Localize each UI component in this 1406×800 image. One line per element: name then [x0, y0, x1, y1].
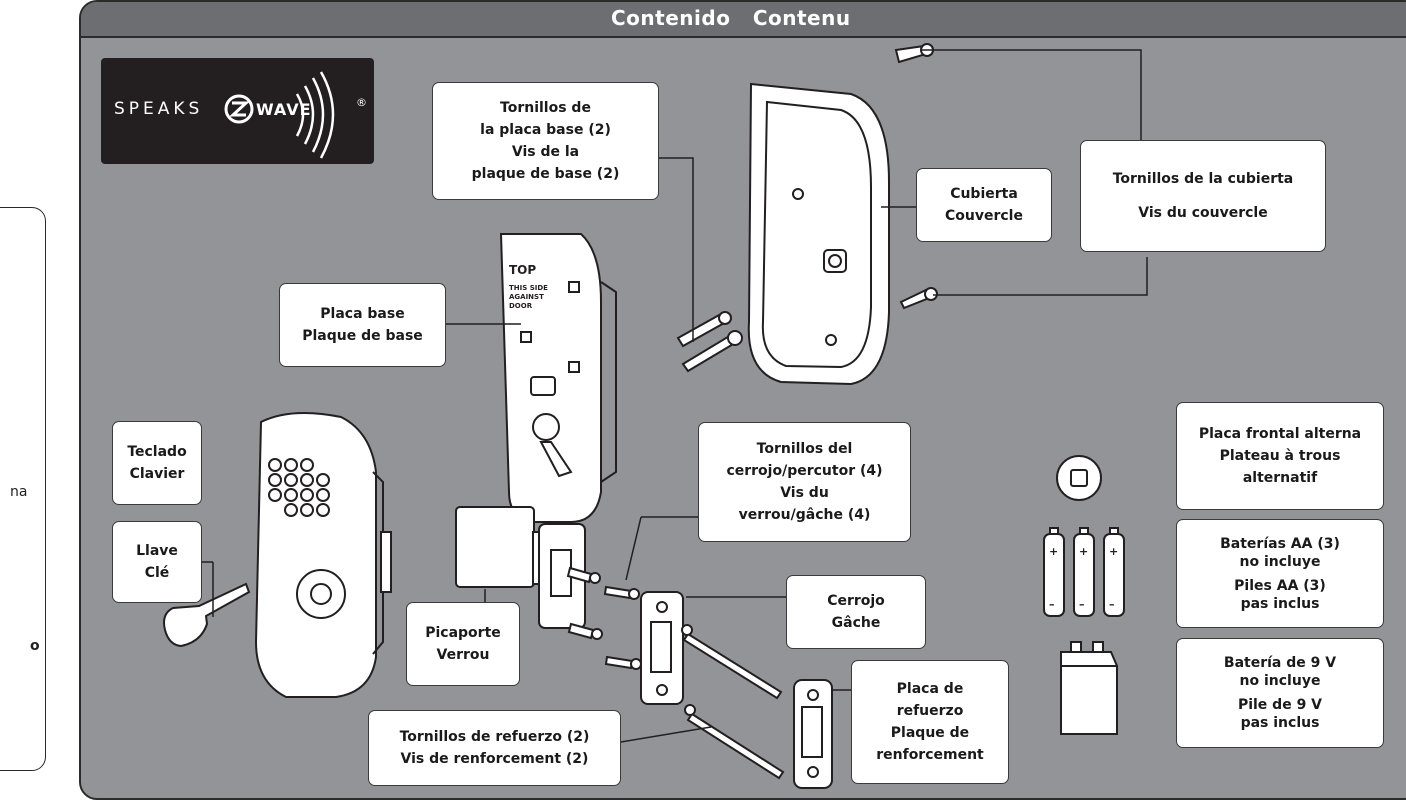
battery-minus: –: [1049, 598, 1055, 611]
label-reinforcement-plate: Placa de refuerzo Plaque de renforcement: [851, 660, 1009, 784]
label-reinforcement-screws: Tornillos de refuerzo (2) Vis de renforc…: [368, 710, 621, 786]
label-latch: Picaporte Verrou: [406, 602, 520, 686]
side-text-fragment: na: [10, 484, 28, 500]
label-line: Batería de 9 V: [1223, 655, 1337, 671]
label-line: Plaque de: [890, 725, 970, 741]
battery-plus: +: [1049, 545, 1058, 558]
label-key: Llave Clé: [112, 521, 202, 603]
screws: [566, 43, 938, 780]
label-line: Plaque de base: [302, 328, 423, 344]
aa-batteries: [1043, 527, 1125, 617]
label-line: Gâche: [831, 615, 881, 631]
label-line: pas inclus: [1240, 595, 1320, 612]
side-panel: [0, 207, 46, 771]
keypad-part: [254, 412, 377, 698]
label-cover: Cubierta Couvercle: [916, 168, 1052, 242]
label-line: Couvercle: [945, 208, 1023, 224]
label-line: Tornillos de la cubierta: [1112, 171, 1294, 187]
label-line: plaque de base (2): [471, 166, 620, 182]
9v-battery: [1060, 641, 1118, 735]
label-line: cerrojo/percutor (4): [726, 463, 883, 479]
contents-panel: Contenido Contenu SPEAKS WAVE ®: [79, 0, 1406, 800]
label-line: refuerzo: [896, 703, 964, 719]
label-line: Tornillos del: [756, 441, 853, 457]
label-line: Cubierta: [950, 186, 1018, 202]
baseplate-top-text: TOP: [509, 263, 536, 277]
label-line: Vis de renforcement (2): [400, 751, 589, 767]
logo-wave-text: WAVE: [256, 100, 312, 119]
registered-mark: ®: [356, 96, 367, 109]
parts-illustration: TOP THIS SIDE AGAINST DOOR + + + – – –: [163, 43, 1148, 789]
label-aa-batteries: Baterías AA (3) no incluye Piles AA (3) …: [1176, 519, 1384, 628]
baseplate-side-text: THIS SIDE: [509, 284, 548, 292]
key-part: [163, 582, 251, 648]
label-line: no incluye: [1239, 553, 1321, 570]
zwave-z-icon: [224, 94, 254, 124]
label-line: Clé: [144, 565, 170, 581]
label-base-plate-screws: Tornillos de la placa base (2) Vis de la…: [432, 82, 659, 200]
label-line: renforcement: [876, 747, 984, 763]
battery-minus: –: [1109, 598, 1115, 611]
cover-part: [747, 82, 890, 386]
side-text-fragment: o: [30, 638, 40, 654]
logo-speaks-text: SPEAKS: [114, 99, 204, 119]
page-title: Contenido Contenu: [611, 6, 851, 30]
label-line: no incluye: [1239, 673, 1321, 689]
label-line: Verrou: [436, 647, 490, 663]
label-line: Teclado: [127, 444, 187, 460]
wave-arcs-icon: [295, 71, 335, 159]
label-line: Baterías AA (3): [1220, 535, 1340, 552]
label-line: Vis du couvercle: [1138, 205, 1268, 221]
label-line: Clavier: [129, 466, 185, 482]
label-cover-screws: Tornillos de la cubierta Vis du couvercl…: [1080, 140, 1326, 252]
label-alternate-faceplate: Placa frontal alterna Plateau à trous al…: [1176, 402, 1384, 510]
label-line: Vis de la: [511, 144, 580, 160]
label-line: Plateau à trous: [1219, 448, 1341, 464]
baseplate-door-text: DOOR: [509, 302, 533, 310]
label-line: Llave: [136, 543, 178, 559]
label-line: Tornillos de: [500, 100, 591, 116]
baseplate-against-text: AGAINST: [509, 293, 544, 301]
label-line: Vis du: [780, 485, 829, 501]
label-line: pas inclus: [1240, 715, 1320, 731]
label-line: alternatif: [1242, 470, 1318, 486]
label-line: Placa base: [320, 306, 405, 322]
battery-plus: +: [1109, 545, 1118, 558]
label-strike: Cerrojo Gâche: [786, 575, 926, 649]
label-line: Picaporte: [425, 625, 501, 641]
battery-minus: –: [1079, 598, 1085, 611]
battery-plus: +: [1079, 545, 1088, 558]
label-line: la placa base (2): [480, 122, 611, 138]
label-line: Placa frontal alterna: [1198, 426, 1362, 442]
speaks-zwave-logo: SPEAKS WAVE ®: [101, 58, 374, 164]
label-line: verrou/gâche (4): [738, 507, 871, 523]
title-bar: Contenido Contenu: [81, 2, 1406, 38]
label-9v-battery: Batería de 9 V no incluye Pile de 9 V pa…: [1176, 638, 1384, 748]
label-line: Piles AA (3): [1234, 577, 1326, 594]
keypad-buttons: [268, 458, 330, 517]
label-line: Tornillos de refuerzo (2): [399, 729, 590, 745]
label-line: Placa de: [896, 681, 964, 697]
label-line: Pile de 9 V: [1237, 697, 1323, 713]
label-line: Cerrojo: [827, 593, 885, 609]
label-base-plate: Placa base Plaque de base: [279, 283, 446, 367]
label-bolt-strike-screws: Tornillos del cerrojo/percutor (4) Vis d…: [698, 422, 911, 542]
label-keypad: Teclado Clavier: [112, 421, 202, 505]
latch-part: [455, 506, 535, 588]
